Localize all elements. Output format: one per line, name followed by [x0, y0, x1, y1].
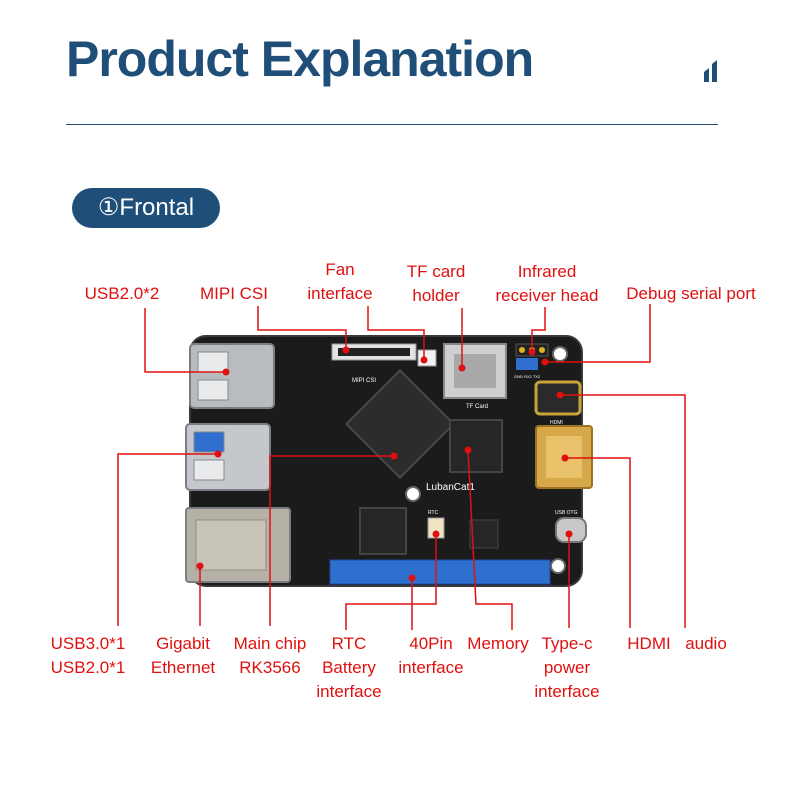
fan-connector [417, 349, 437, 367]
leader-fan [367, 306, 425, 360]
label-usb2x2: USB2.0*2 [84, 284, 160, 303]
mount-hole [552, 346, 568, 362]
silkscreen-brand: LubanCat1 [426, 482, 475, 493]
silkscreen-usb-otg: USB OTG [555, 510, 578, 516]
pmic-chip [469, 519, 499, 549]
page-title: Product Explanation [66, 31, 534, 87]
label-rtc: RTC Battery interface [316, 634, 382, 701]
leader-lines [117, 304, 686, 630]
audio-jack [534, 380, 582, 416]
silkscreen-rtc: RTC [428, 510, 439, 516]
brand-logo-icon [704, 60, 717, 82]
label-40pin: 40Pin interface [398, 634, 464, 677]
silkscreen-hdmi: HDMI [550, 420, 563, 426]
infrared-receiver [516, 358, 538, 370]
label-hdmi: HDMI [627, 634, 671, 653]
label-main-chip: Main chip RK3566 [233, 634, 307, 677]
mount-hole [550, 558, 566, 574]
leader-usb3 [117, 453, 218, 626]
typec-port [555, 517, 587, 543]
leader-main-chip [269, 455, 394, 626]
label-ethernet: Gigabit Ethernet [150, 634, 216, 677]
leader-usb2x2 [144, 308, 226, 373]
gpio-40pin-header [329, 559, 551, 585]
label-audio: audio [685, 634, 727, 653]
label-fan: Fan interface [307, 260, 373, 303]
emmc-chip [359, 507, 407, 555]
leader-rtc [345, 534, 437, 630]
main-chip [344, 368, 456, 480]
leader-dots [196, 346, 573, 582]
leader-mipi [257, 306, 347, 350]
label-mipi-csi: MIPI CSI [199, 284, 268, 303]
memory-chip [449, 419, 503, 473]
label-usb3-usb2: USB3.0*1 USB2.0*1 [50, 634, 126, 677]
leader-infrared [531, 307, 546, 352]
label-debug: Debug serial port [626, 284, 756, 303]
label-tf-card: TF card holder [406, 262, 466, 305]
section-badge-frontal: ①Frontal [72, 188, 220, 228]
leader-memory [467, 449, 513, 630]
silkscreen-uart: GND RX2 TX2 [514, 374, 541, 379]
title-divider [66, 124, 718, 125]
leader-hdmi [565, 457, 631, 628]
silkscreen-tf: TF Card [466, 404, 488, 410]
mount-hole [405, 486, 421, 502]
leader-debug [545, 304, 651, 363]
label-memory: Memory [467, 634, 529, 653]
leader-audio [560, 394, 686, 628]
label-infrared: Infrared receiver head [495, 262, 599, 305]
label-typec: Type-c power interface [534, 634, 600, 701]
silkscreen-mipi: MIPI CSI [352, 378, 376, 384]
